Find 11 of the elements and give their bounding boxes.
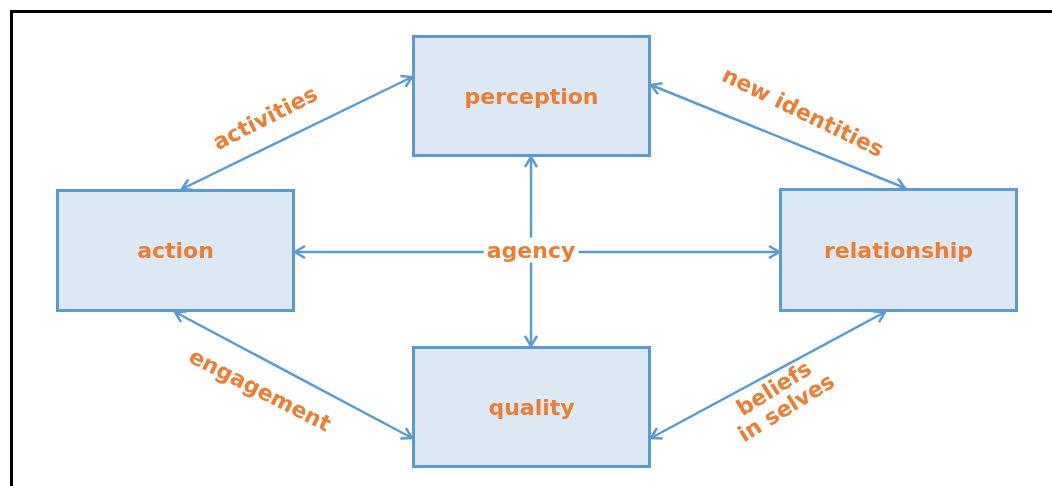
box-label: relationship bbox=[823, 237, 973, 263]
concept-box bbox=[412, 35, 651, 157]
double-arrow bbox=[173, 310, 414, 440]
box-label: perception bbox=[464, 83, 599, 109]
double-arrow bbox=[649, 310, 887, 440]
box-label: action bbox=[137, 238, 214, 263]
box-label: quality bbox=[488, 394, 575, 420]
concept-box bbox=[779, 188, 1018, 312]
concept-box bbox=[56, 189, 295, 312]
concept-box bbox=[412, 346, 651, 468]
center-label: agency bbox=[483, 237, 579, 263]
